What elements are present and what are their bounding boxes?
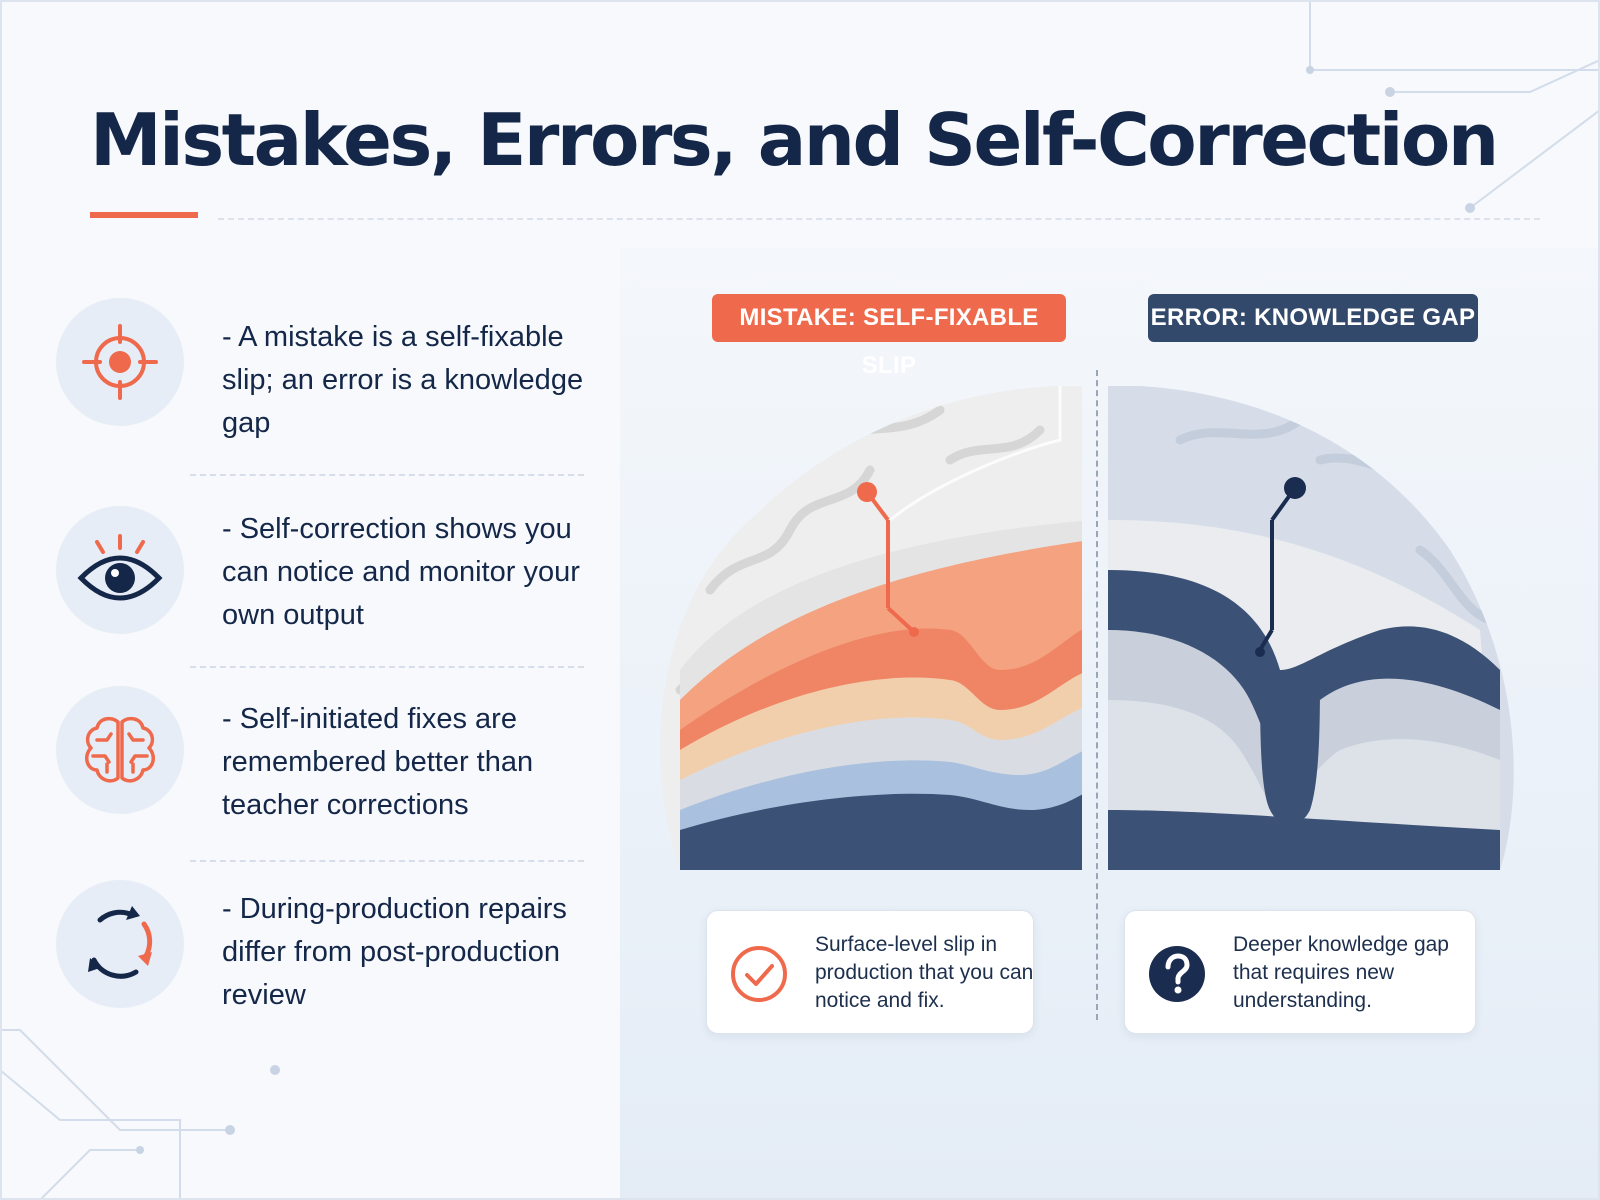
brain-icon xyxy=(56,686,184,814)
diagram-panel xyxy=(620,248,1600,1200)
mistake-caption: Surface-level slip in production that yo… xyxy=(815,933,1034,1012)
eye-icon xyxy=(56,506,184,634)
title-accent-bar xyxy=(90,212,198,218)
list-item-1: - A mistake is a self-fixable slip; an e… xyxy=(56,298,596,439)
center-divider xyxy=(1096,370,1098,1020)
list-item-4: - During-production repairs differ from … xyxy=(56,880,596,1020)
mistake-label: MISTAKE: SELF-FIXABLE SLIP xyxy=(712,294,1066,379)
error-caption-card: Deeper knowledge gap that requires new u… xyxy=(1124,910,1476,1034)
list-item-text: - Self-initiated fixes are remembered be… xyxy=(222,703,534,821)
error-caption: Deeper knowledge gap that requires new u… xyxy=(1233,933,1449,1012)
mistake-caption-card: Surface-level slip in production that yo… xyxy=(706,910,1034,1034)
check-icon xyxy=(731,946,787,1002)
list-divider xyxy=(190,474,584,476)
list-item-3: - Self-initiated fixes are remembered be… xyxy=(56,686,596,826)
title-divider xyxy=(218,218,1540,220)
list-divider xyxy=(190,860,584,862)
list-divider xyxy=(190,666,584,668)
list-item-text: - Self-correction shows you can notice a… xyxy=(222,513,580,631)
error-label: ERROR: KNOWLEDGE GAP xyxy=(1148,294,1478,342)
circuit-lines-bottom-left xyxy=(0,1029,280,1200)
question-icon xyxy=(1149,946,1205,1002)
page-title: Mistakes, Errors, and Self-Correction xyxy=(90,98,1499,182)
list-item-2: - Self-correction shows you can notice a… xyxy=(56,500,596,640)
list-item-text: - A mistake is a self-fixable slip; an e… xyxy=(222,321,584,439)
list-item-text: - During-production repairs differ from … xyxy=(222,893,567,1011)
target-icon xyxy=(56,298,184,426)
cycle-arrows-icon xyxy=(56,880,184,1008)
